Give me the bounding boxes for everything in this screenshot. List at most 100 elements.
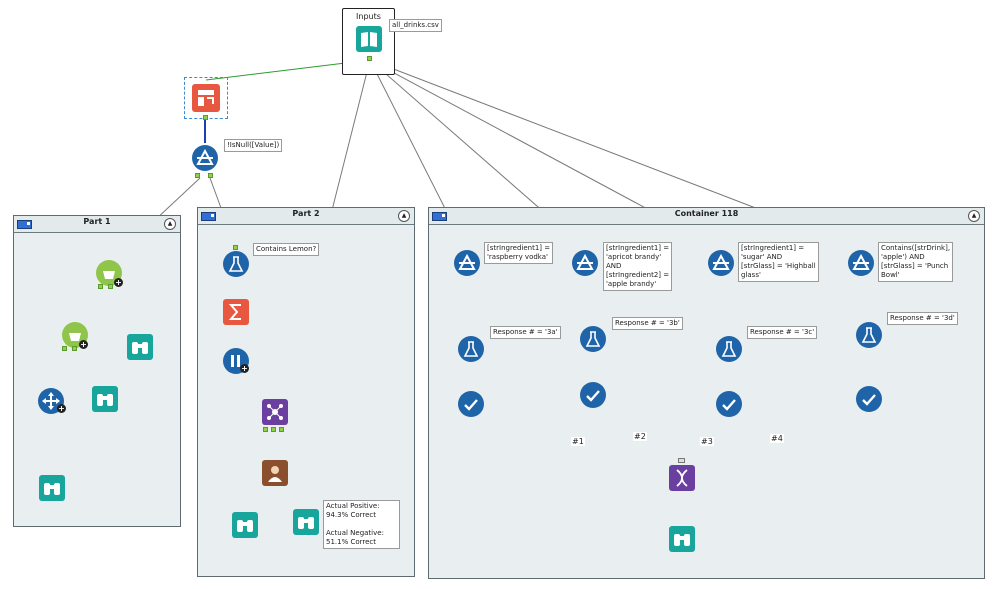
union-connection-label: #2 (633, 432, 647, 441)
input-anchor[interactable] (233, 245, 238, 250)
formula-tool[interactable] (223, 251, 249, 277)
tubes-icon (231, 355, 240, 367)
container-header (198, 208, 414, 225)
container-icon (17, 220, 32, 229)
output-anchor[interactable] (108, 284, 113, 289)
formula-tool[interactable] (580, 326, 606, 352)
input-file-label: all_drinks.csv (389, 19, 442, 32)
binoculars-icon (298, 517, 314, 529)
filter-label: [strIngredient1] = 'apricot brandy' AND … (603, 242, 673, 291)
book-icon (361, 32, 377, 47)
union-connection-label: #4 (770, 434, 784, 443)
output-anchor[interactable] (367, 56, 372, 61)
binoculars-icon (237, 520, 253, 532)
output-anchor[interactable] (98, 284, 103, 289)
join-tool[interactable] (262, 399, 288, 425)
input-data-tool[interactable] (356, 26, 382, 52)
transpose-tool[interactable] (192, 84, 220, 112)
union-input-anchor[interactable] (678, 458, 685, 463)
plus-icon: + (114, 278, 123, 287)
filter-icon (576, 253, 594, 270)
true-anchor[interactable] (195, 173, 200, 178)
filter-icon (852, 253, 870, 270)
output-anchor[interactable] (203, 115, 208, 120)
formula-tool[interactable] (716, 336, 742, 362)
flask-icon (228, 256, 244, 272)
browse-tool[interactable] (127, 334, 153, 360)
select-tool[interactable] (458, 391, 484, 417)
container-icon (432, 212, 447, 221)
transpose-icon (198, 90, 214, 106)
union-connection-label: #3 (700, 437, 714, 446)
collapse-button[interactable]: ▲ (968, 210, 980, 222)
filter-tool[interactable] (454, 250, 480, 276)
basket-icon (69, 333, 81, 341)
filter-tool[interactable] (708, 250, 734, 276)
flask-icon (463, 341, 479, 357)
browse-tool[interactable] (232, 512, 258, 538)
collapse-button[interactable]: ▲ (398, 210, 410, 222)
inputs-title: Inputs (356, 12, 381, 21)
basket-icon (103, 271, 115, 279)
union-connection-label: #1 (571, 437, 585, 446)
output-anchor[interactable] (271, 427, 276, 432)
container-header (429, 208, 984, 225)
plus-icon: + (240, 364, 249, 373)
false-anchor[interactable] (208, 173, 213, 178)
flask-icon (861, 327, 877, 343)
filter-tool[interactable] (572, 250, 598, 276)
check-icon (586, 390, 600, 402)
browse-tool[interactable] (293, 509, 319, 535)
check-icon (722, 399, 736, 411)
container-header (14, 216, 180, 233)
formula-tool[interactable] (458, 336, 484, 362)
results-comment: Actual Positive: 94.3% Correct Actual Ne… (323, 500, 400, 549)
filter-icon (458, 253, 476, 270)
formula-tool[interactable] (856, 322, 882, 348)
check-icon (862, 394, 876, 406)
container-title: Part 2 (292, 209, 320, 218)
output-anchor[interactable] (62, 346, 67, 351)
summarize-tool[interactable] (223, 299, 249, 325)
dna-icon (676, 469, 688, 487)
collapse-button[interactable]: ▲ (164, 218, 176, 230)
inputs-container[interactable]: Inputs (342, 8, 395, 75)
browse-tool[interactable] (669, 526, 695, 552)
check-icon (464, 399, 478, 411)
filter-label: [strIngredient1] = 'raspberry vodka' (484, 242, 554, 264)
binoculars-icon (97, 394, 113, 406)
binoculars-icon (44, 483, 60, 495)
output-anchor[interactable] (72, 346, 77, 351)
formula-label: Response # = '3b' (612, 317, 683, 330)
select-tool[interactable] (856, 386, 882, 412)
filter-icon (712, 253, 730, 270)
formula-label: Response # = '3c' (747, 326, 818, 339)
container-icon (201, 212, 216, 221)
flask-icon (585, 331, 601, 347)
union-tool[interactable] (669, 465, 695, 491)
join-icon (267, 404, 283, 420)
plus-icon: + (79, 340, 88, 349)
formula-label: Contains Lemon? (253, 243, 320, 256)
formula-label: Response # = '3d' (887, 312, 958, 325)
contingency-tool[interactable] (262, 460, 288, 486)
filter-label: Contains([strDrink], 'apple') AND [strGl… (878, 242, 954, 282)
move-icon (42, 392, 60, 410)
binoculars-icon (674, 534, 690, 546)
plus-icon: + (57, 404, 66, 413)
select-tool[interactable] (580, 382, 606, 408)
filter-label: !IsNull([Value]) (224, 139, 283, 152)
flask-icon (721, 341, 737, 357)
filter-tool[interactable] (848, 250, 874, 276)
binoculars-icon (132, 342, 148, 354)
select-tool[interactable] (716, 391, 742, 417)
output-anchor[interactable] (263, 427, 268, 432)
filter-label: [strIngredient1] = 'sugar' AND [strGlass… (738, 242, 819, 282)
container-title: Container 118 (674, 209, 739, 218)
browse-tool[interactable] (92, 386, 118, 412)
sigma-icon (228, 304, 241, 320)
output-anchor[interactable] (279, 427, 284, 432)
filter-tool[interactable] (192, 145, 218, 171)
browse-tool[interactable] (39, 475, 65, 501)
container-title: Part 1 (83, 217, 111, 226)
